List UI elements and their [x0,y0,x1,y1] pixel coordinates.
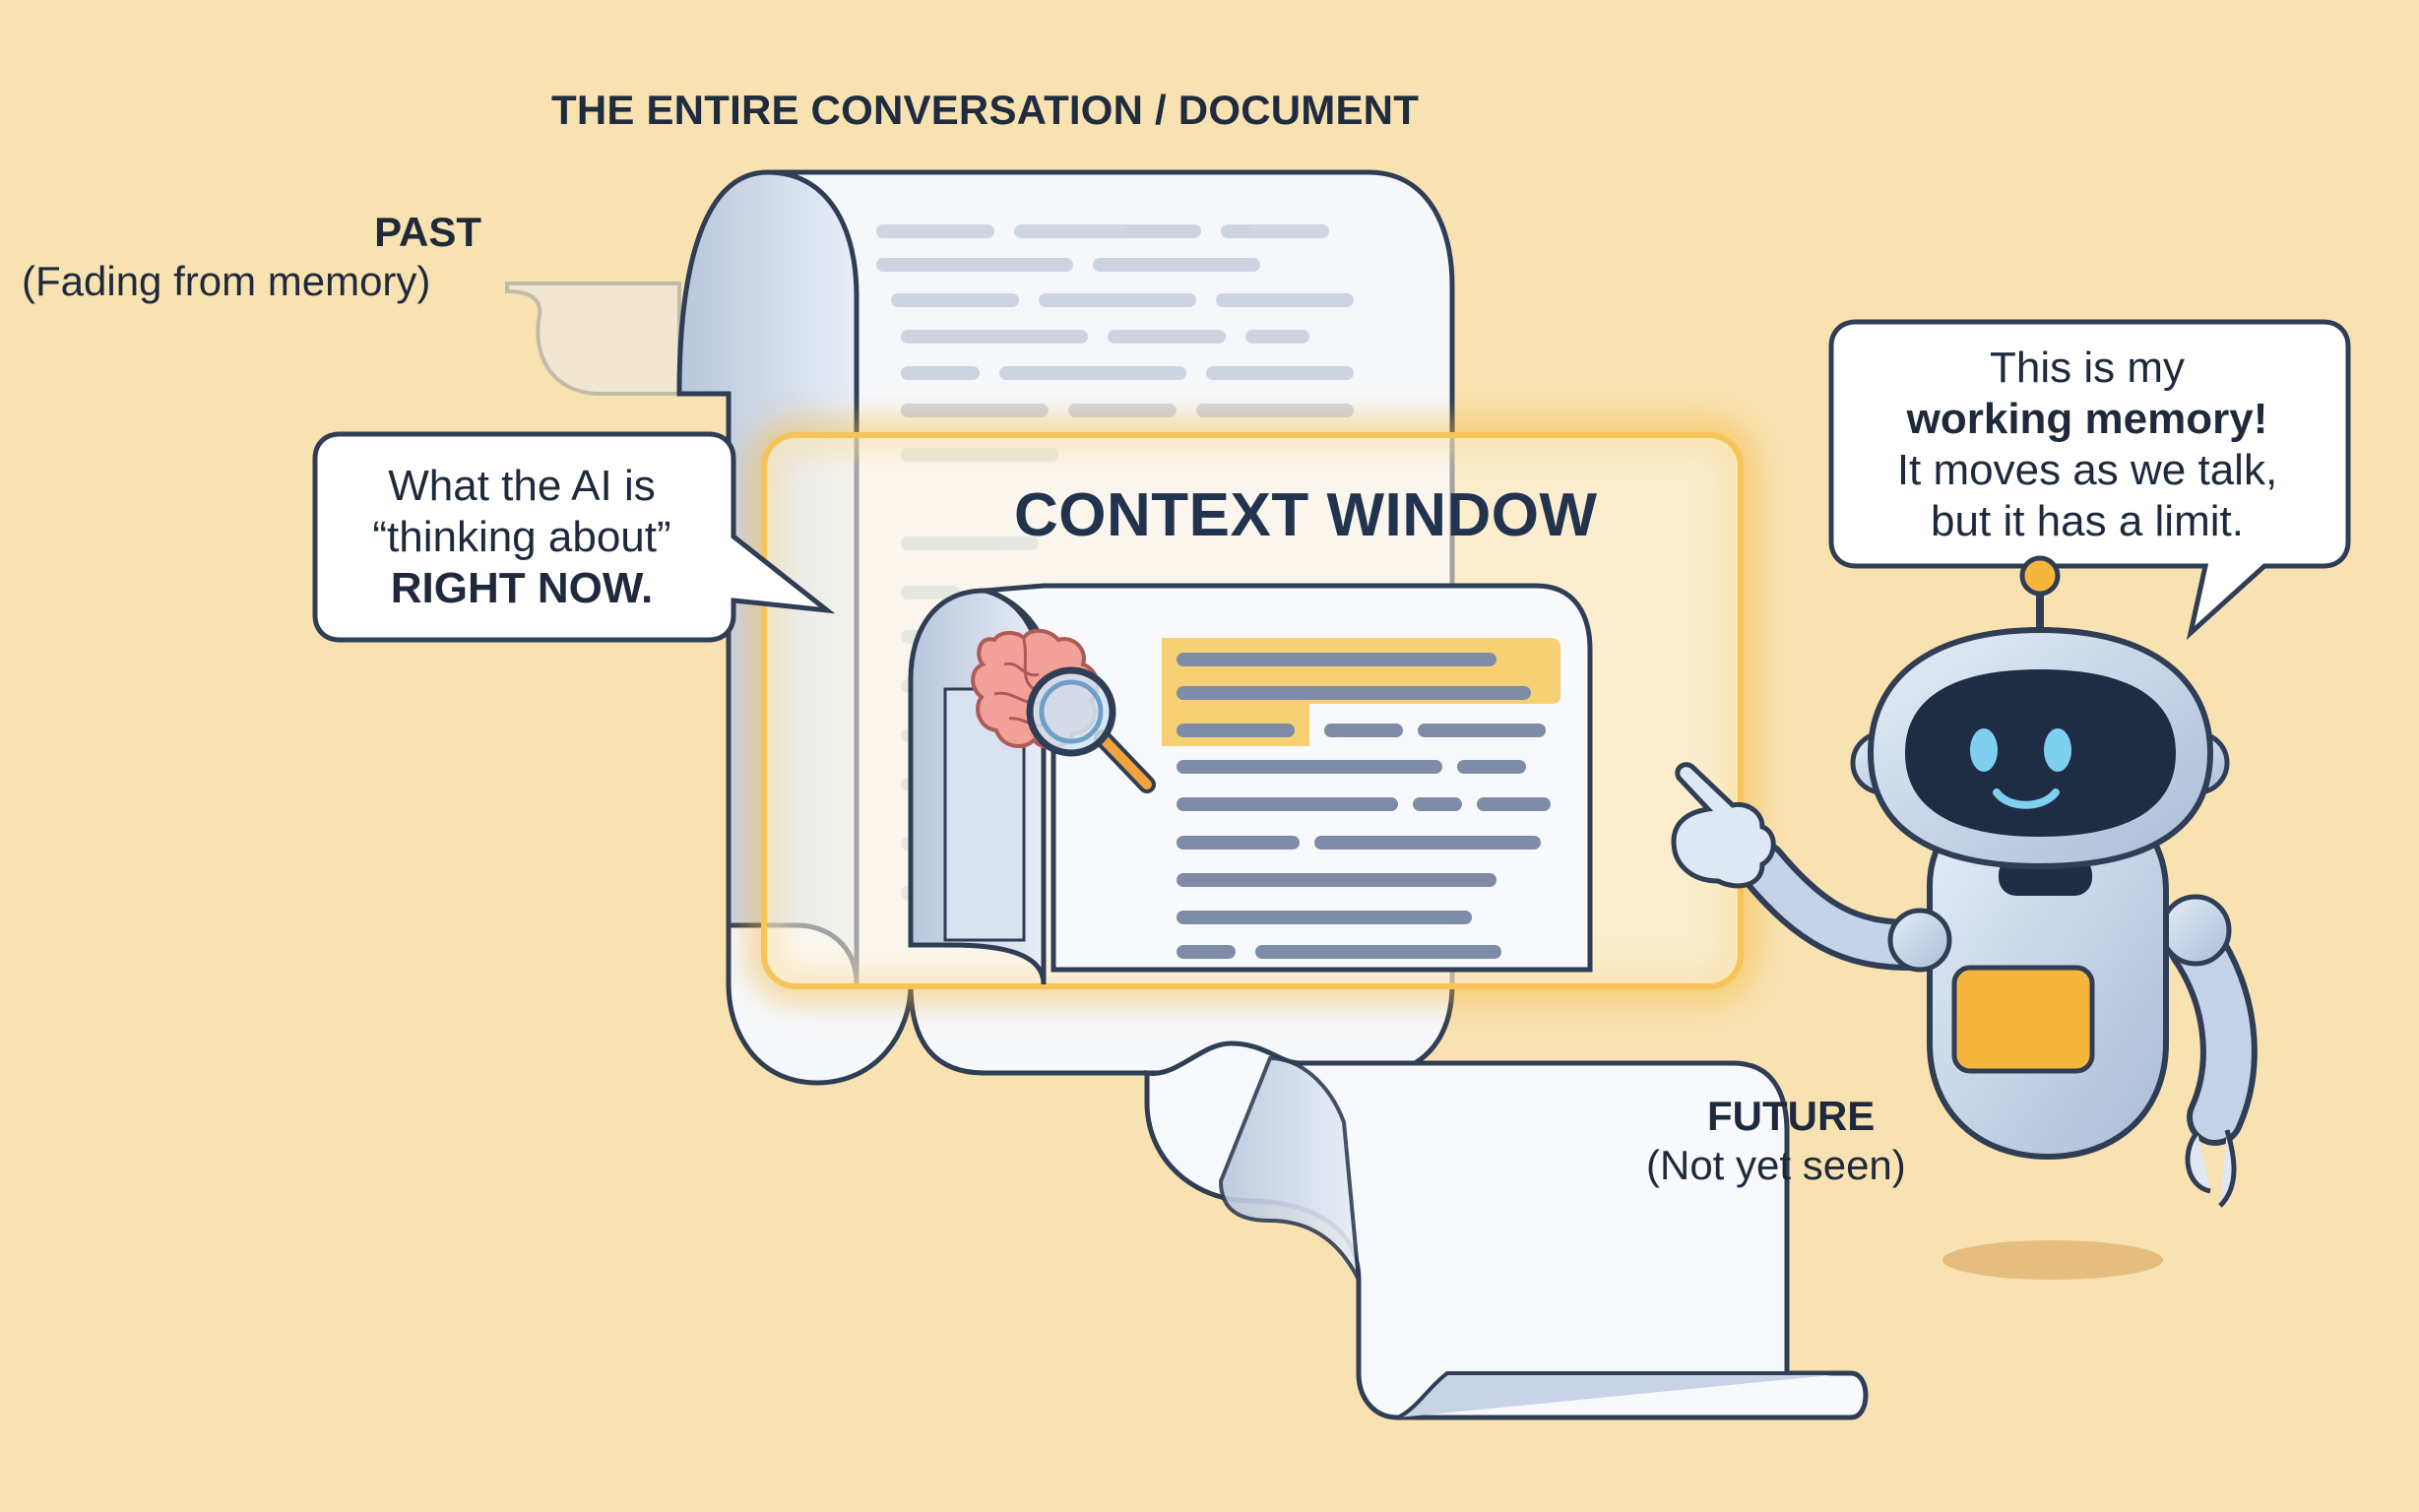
robot-bubble-text: This is my working memory! It moves as w… [1851,343,2324,547]
robot-bubble-line-4: but it has a limit. [1931,497,2244,545]
left-speech-bubble [312,431,836,643]
left-bubble-line-1: What the AI is [388,462,656,510]
past-label: PAST [374,209,481,255]
robot-bubble-line-3: It moves as we talk, [1896,446,2278,494]
diagram-title: THE ENTIRE CONVERSATION / DOCUMENT [551,87,1420,133]
future-label: FUTURE [1707,1093,1876,1139]
context-window-label: CONTEXT WINDOW [1014,481,1598,549]
future-caption: (Not yet seen) [1646,1142,1906,1188]
left-bubble-text: What the AI is “thinking about” RIGHT NO… [325,461,719,614]
robot-bubble-line-1: This is my [1990,344,2185,392]
context-scroll [908,583,1593,985]
left-bubble-line-3: RIGHT NOW. [390,564,654,612]
magnifier-icon [1026,666,1156,793]
past-caption: (Fading from memory) [22,258,431,304]
robot-icon [1671,555,2258,1280]
robot-speech-bubble [1828,319,2351,641]
past-scroll-tail [505,282,681,396]
robot-bubble-line-2: working memory! [1906,395,2268,443]
future-scroll [1144,1040,1869,1420]
left-bubble-line-2: “thinking about” [372,513,671,561]
